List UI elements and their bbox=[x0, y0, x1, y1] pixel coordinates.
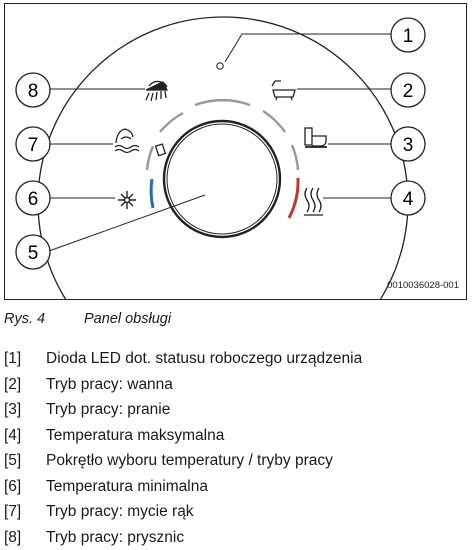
callout-2: 2 bbox=[390, 72, 426, 108]
figure-reference-code: 0010036028-001 bbox=[387, 280, 459, 291]
legend-list: [1] Dioda LED dot. statusu roboczego urzą… bbox=[4, 346, 362, 550]
svg-text:8: 8 bbox=[28, 81, 39, 102]
svg-text:4: 4 bbox=[403, 189, 414, 210]
legend-item: [6] Temperatura minimalna bbox=[4, 474, 362, 500]
snowflake-icon bbox=[118, 191, 136, 209]
scale-segment bbox=[159, 111, 184, 133]
svg-text:7: 7 bbox=[28, 135, 39, 156]
callout-4: 4 bbox=[390, 180, 426, 216]
callout-5: 5 bbox=[15, 234, 51, 270]
svg-text:1: 1 bbox=[403, 26, 414, 47]
legend-number: [3] bbox=[4, 401, 22, 418]
control-panel-figure: 1 2 3 4 5 8 7 6 0010036028-00 bbox=[4, 3, 467, 300]
legend-item: [8] Tryb pracy: prysznic bbox=[4, 525, 362, 550]
legend-number: [8] bbox=[4, 528, 22, 546]
shower-icon bbox=[145, 80, 169, 102]
scale-segment bbox=[262, 109, 286, 133]
legend-number: [1] bbox=[4, 350, 22, 367]
hand-wash-icon bbox=[114, 128, 140, 154]
legend-number: [6] bbox=[4, 477, 22, 495]
legend-text: Pokrętło wyboru temperatury / tryby prac… bbox=[46, 452, 333, 469]
svg-text:3: 3 bbox=[403, 135, 414, 156]
figure-caption: Rys. 4 Panel obsługi bbox=[4, 311, 171, 327]
callout-1: 1 bbox=[390, 17, 426, 53]
scale-segment bbox=[290, 144, 300, 171]
legend-text: Dioda LED dot. statusu roboczego urządze… bbox=[46, 350, 363, 367]
callout-3: 3 bbox=[390, 126, 426, 162]
svg-text:5: 5 bbox=[28, 243, 39, 264]
legend-text: Tryb pracy: pranie bbox=[46, 401, 171, 418]
leader-lines bbox=[48, 33, 391, 252]
legend-item: [7] Tryb pracy: mycie rąk bbox=[4, 499, 362, 525]
legend-item: [3] Tryb pracy: pranie bbox=[4, 397, 362, 423]
callout-6: 6 bbox=[15, 180, 51, 216]
svg-text:2: 2 bbox=[403, 81, 414, 102]
svg-text:6: 6 bbox=[28, 189, 39, 210]
legend-item: [1] Dioda LED dot. statusu roboczego urzą… bbox=[4, 346, 362, 372]
temperature-knob[interactable] bbox=[154, 119, 282, 239]
legend-text: Tryb pracy: prysznic bbox=[46, 528, 185, 546]
scale-segment bbox=[145, 145, 155, 171]
scale-segment bbox=[194, 98, 251, 107]
callout-8: 8 bbox=[15, 72, 51, 108]
legend-number: [4] bbox=[4, 426, 22, 444]
legend-text: Tryb pracy: mycie rąk bbox=[46, 503, 194, 520]
bathtub-icon bbox=[271, 80, 296, 101]
legend-text: Temperatura minimalna bbox=[46, 477, 208, 495]
legend-text: Tryb pracy: wanna bbox=[46, 375, 173, 393]
figure-number: Rys. 4 bbox=[4, 311, 46, 327]
legend-number: [5] bbox=[4, 452, 22, 469]
legend-number: [2] bbox=[4, 375, 22, 393]
status-led bbox=[216, 62, 224, 70]
max-temperature-indicator bbox=[287, 177, 300, 219]
knob-pointer bbox=[154, 143, 167, 157]
min-temperature-indicator bbox=[149, 178, 155, 209]
callout-7: 7 bbox=[15, 126, 51, 162]
legend-text: Temperatura maksymalna bbox=[46, 426, 225, 444]
legend-item: [5] Pokrętło wyboru temperatury / tryby p… bbox=[4, 448, 362, 474]
sink-icon bbox=[304, 127, 327, 148]
scale-arc bbox=[145, 98, 300, 219]
legend-item: [4] Temperatura maksymalna bbox=[4, 423, 362, 449]
heat-waves-icon bbox=[304, 187, 323, 216]
control-panel-drawing: 1 2 3 4 5 8 7 6 bbox=[15, 16, 426, 299]
legend-number: [7] bbox=[4, 503, 22, 520]
legend-item: [2] Tryb pracy: wanna bbox=[4, 372, 362, 398]
figure-title: Panel obsługi bbox=[84, 311, 172, 327]
